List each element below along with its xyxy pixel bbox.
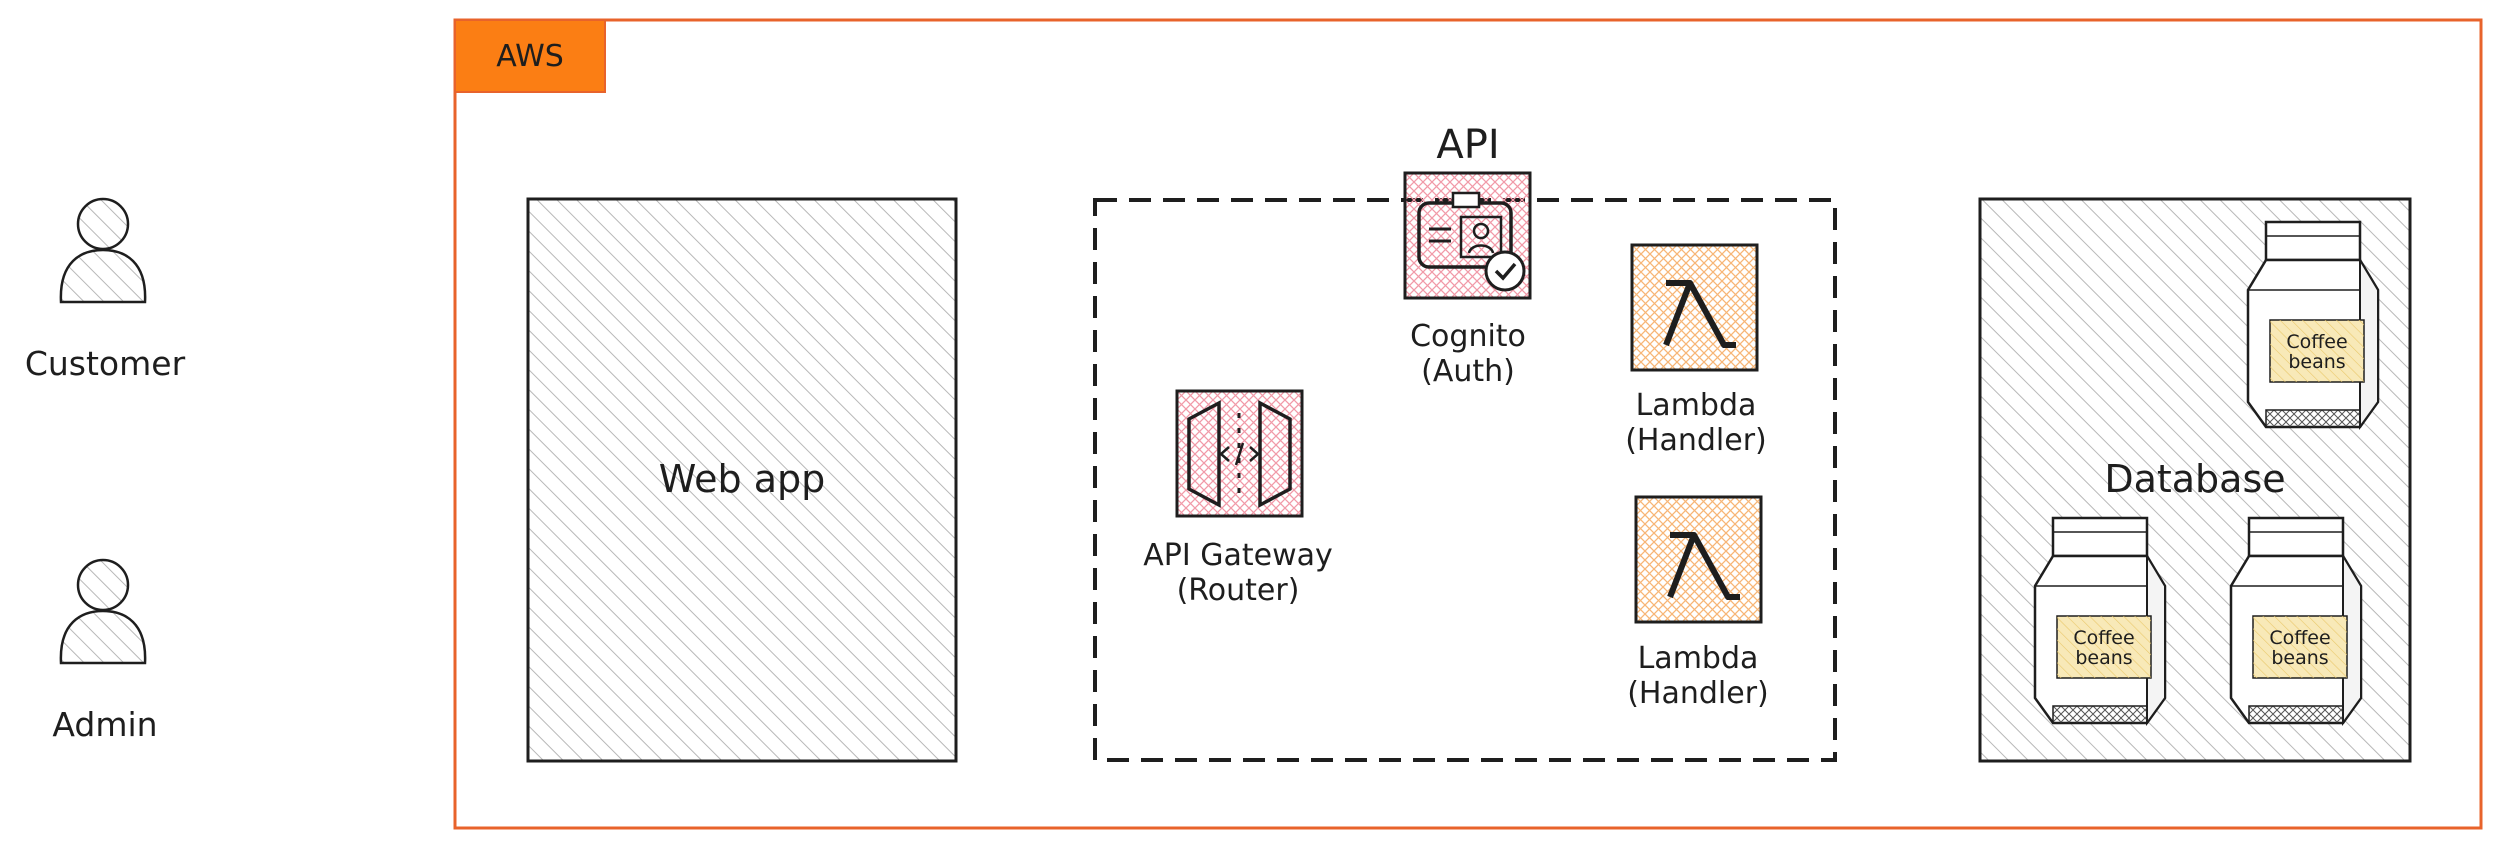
actor-admin: Admin xyxy=(52,558,158,744)
api-gateway-node: API Gateway (Router) xyxy=(1143,389,1333,608)
api-group: API API Gateway (Router) xyxy=(1093,122,1837,762)
aws-tag-label: AWS xyxy=(496,39,564,74)
coffee-bag-icon: Coffee beans xyxy=(2229,516,2363,725)
web-app-rect xyxy=(526,197,958,763)
aws-tag xyxy=(454,19,606,93)
api-boundary xyxy=(1093,198,1837,762)
cognito-sublabel: (Auth) xyxy=(1421,354,1515,389)
api-gateway-icon xyxy=(1175,389,1304,518)
lambda-sublabel: (Handler) xyxy=(1625,423,1767,458)
cognito-label: Cognito xyxy=(1410,319,1526,354)
lambda-node: Lambda (Handler) xyxy=(1625,245,1767,458)
coffee-bag-icon: Coffee beans xyxy=(2033,516,2167,725)
coffee-bag-sublabel: beans xyxy=(2271,647,2328,669)
lambda-node: Lambda (Handler) xyxy=(1627,497,1769,711)
cognito-node: Cognito (Auth) xyxy=(1403,171,1532,389)
api-gateway-label: API Gateway xyxy=(1143,538,1333,573)
lambda-sublabel: (Handler) xyxy=(1627,676,1769,711)
actor-customer-label: Customer xyxy=(25,344,186,383)
actor-admin-label: Admin xyxy=(52,705,157,744)
database-label: Database xyxy=(2104,457,2285,501)
web-app-box: Web app xyxy=(526,197,958,763)
api-gateway-sublabel: (Router) xyxy=(1177,573,1300,608)
lambda-label: Lambda xyxy=(1636,388,1757,423)
database-box: Database Coffee beans Coffee beans Coffe… xyxy=(1978,197,2412,763)
person-icon xyxy=(59,558,147,665)
coffee-bag-label: Coffee xyxy=(2286,331,2347,353)
web-app-label: Web app xyxy=(659,457,825,501)
cognito-icon xyxy=(1403,171,1532,300)
lambda-icon xyxy=(1636,497,1761,622)
api-title: API xyxy=(1436,122,1499,168)
coffee-bag-sublabel: beans xyxy=(2288,351,2345,373)
lambda-label: Lambda xyxy=(1638,641,1759,676)
coffee-bag-label: Coffee xyxy=(2073,627,2134,649)
actor-customer: Customer xyxy=(25,197,186,383)
coffee-bag-icon: Coffee beans xyxy=(2246,220,2380,429)
aws-frame: AWS xyxy=(453,18,2483,830)
lambda-icon xyxy=(1632,245,1757,370)
coffee-bag-label: Coffee xyxy=(2269,627,2330,649)
aws-boundary xyxy=(453,18,2483,830)
person-icon xyxy=(59,197,147,304)
coffee-bag-sublabel: beans xyxy=(2075,647,2132,669)
